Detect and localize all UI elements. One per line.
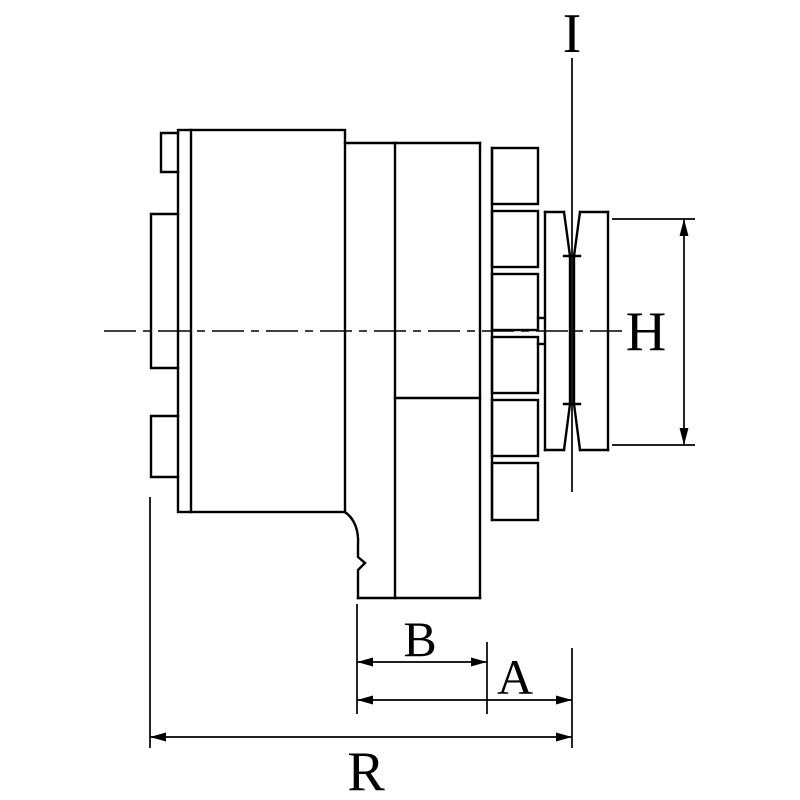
fan-segment <box>490 398 540 458</box>
pulley <box>543 210 610 452</box>
r-arrowhead-right <box>556 732 572 742</box>
mid-section <box>343 141 482 600</box>
a-arrowhead-right <box>556 695 572 705</box>
dimension-r: R <box>149 497 572 800</box>
a-arrowhead-left <box>357 695 373 705</box>
h-arrowhead-bottom <box>679 428 689 445</box>
b-arrowhead-left <box>357 657 373 667</box>
r-arrowhead-left <box>150 732 166 742</box>
dimension-a: A <box>357 648 573 748</box>
label-b: B <box>403 611 436 667</box>
label-a: A <box>497 649 533 705</box>
groove-bottom-right <box>572 402 582 452</box>
foot-left-curve <box>343 510 367 600</box>
fan-segment <box>490 146 540 206</box>
fan-segment <box>490 461 540 522</box>
fan-segment <box>490 335 540 395</box>
dimension-b: B <box>356 604 488 714</box>
b-arrowhead-right <box>471 657 487 667</box>
label-r: R <box>347 741 385 800</box>
rear-lower-bump <box>149 414 180 479</box>
fan-segment <box>490 209 540 269</box>
rear-top-tab <box>159 131 180 174</box>
cooling-fan <box>490 146 540 522</box>
groove-top-right <box>572 210 582 258</box>
rear-upper-protrusion <box>149 212 180 370</box>
h-arrowhead-top <box>679 219 689 236</box>
label-i: I <box>563 3 582 65</box>
rear-housing <box>149 131 180 479</box>
dimension-i: I <box>563 3 582 492</box>
main-body <box>176 128 347 514</box>
dimension-h: H <box>612 218 695 446</box>
front-housing <box>393 141 482 600</box>
groove-bottom-left <box>562 402 572 452</box>
groove-top-left <box>562 210 572 258</box>
stator-block <box>176 128 347 514</box>
label-h: H <box>626 301 666 363</box>
fan-segment <box>490 272 540 332</box>
